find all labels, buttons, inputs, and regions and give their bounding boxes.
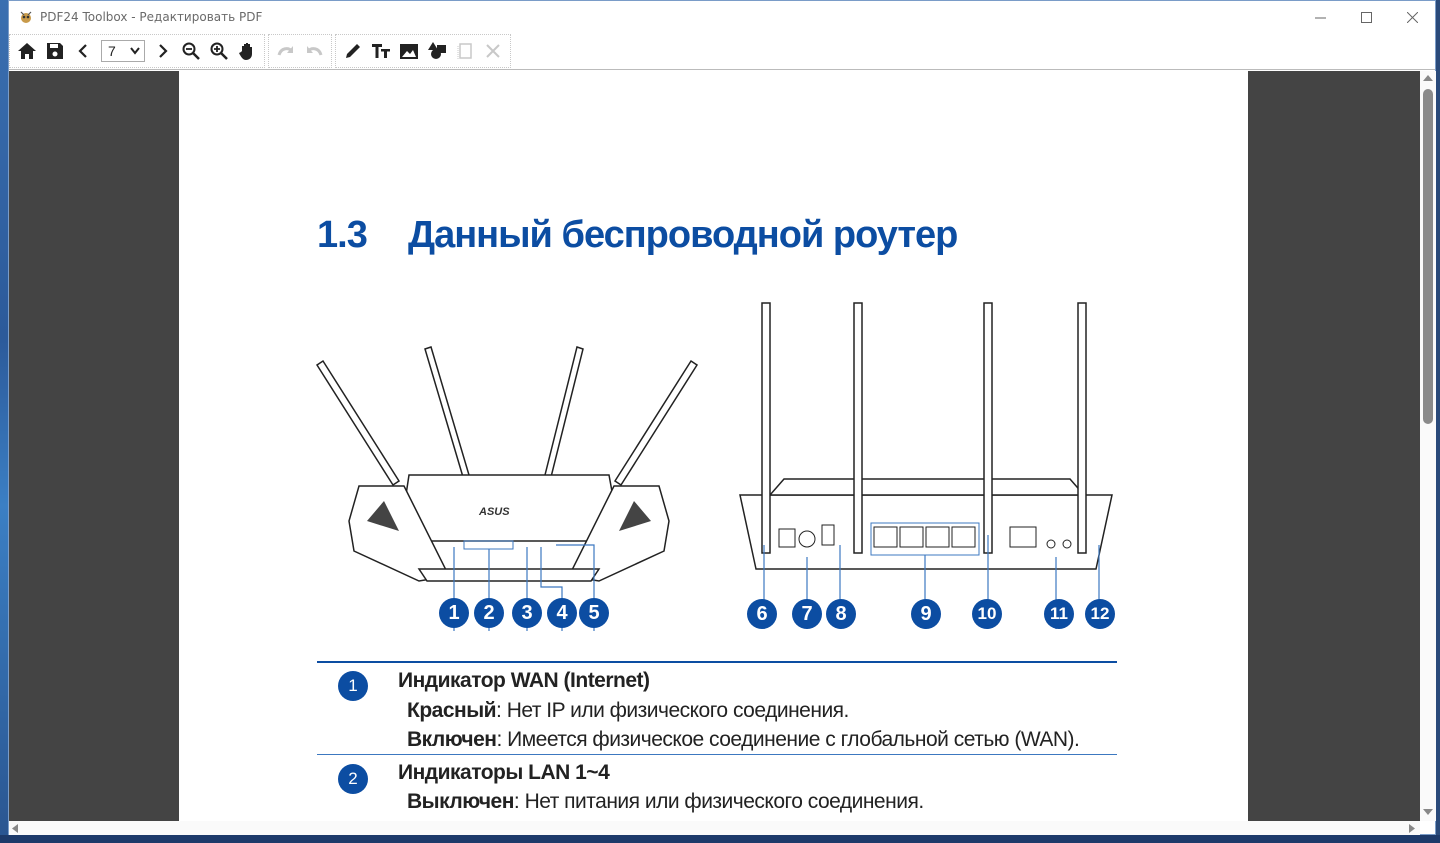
router-back-illustration [739, 302, 1113, 629]
callout-2: 2 [474, 598, 504, 628]
callout-5: 5 [579, 598, 609, 628]
zoom-out-icon [182, 42, 200, 60]
scroll-up-icon[interactable] [1423, 75, 1433, 81]
callout-4: 4 [547, 598, 577, 628]
maximize-button[interactable] [1343, 1, 1389, 33]
save-icon [47, 43, 63, 59]
desktop-taskbar-strip [0, 835, 1440, 843]
zoom-out-button[interactable] [177, 37, 205, 65]
shapes-icon [428, 42, 446, 59]
prev-page-icon [78, 44, 87, 58]
redo-button[interactable] [272, 37, 300, 65]
section-number: 1.3 [317, 214, 368, 256]
text-tool-button[interactable] [367, 37, 395, 65]
app-logo-icon [20, 11, 32, 23]
vertical-scroll-thumb[interactable] [1423, 89, 1433, 424]
pen-tool-button[interactable] [339, 37, 367, 65]
close-button[interactable] [1389, 1, 1435, 33]
title-bar: PDF24 Toolbox - Редактировать PDF [9, 1, 1435, 33]
undo-button[interactable] [300, 37, 328, 65]
table-top-divider [317, 661, 1117, 663]
callout-1: 1 [439, 598, 469, 628]
scroll-down-icon[interactable] [1423, 809, 1433, 815]
router-front-illustration: ASUS [315, 346, 699, 631]
row-divider [317, 754, 1117, 755]
home-button[interactable] [13, 37, 41, 65]
item-number-1: 1 [338, 671, 368, 701]
next-page-button[interactable] [149, 37, 177, 65]
section-title: Данный беспроводной роутер [408, 214, 958, 256]
desktop-background [0, 0, 9, 843]
item-title-2: Индикаторы LAN 1~4 [398, 761, 610, 784]
scroll-left-icon[interactable] [12, 824, 18, 833]
close-icon [1406, 11, 1418, 23]
window-title: PDF24 Toolbox - Редактировать PDF [40, 10, 263, 24]
callout-8: 8 [826, 599, 856, 629]
callout-3: 3 [512, 598, 542, 628]
callout-12: 12 [1085, 599, 1115, 629]
toolbar-group-edit [335, 34, 511, 68]
hand-icon [239, 43, 252, 60]
section-heading: 1.3 Данный беспроводной роутер [317, 214, 958, 257]
item-line-2-1: Выключен: Нет питания или физического со… [407, 790, 924, 813]
callout-9: 9 [911, 599, 941, 629]
maximize-icon [1360, 11, 1372, 23]
brand-logo: ASUS [478, 506, 510, 518]
crop-icon [457, 43, 472, 60]
hand-tool-button[interactable] [233, 37, 261, 65]
next-page-icon [159, 44, 168, 58]
home-icon [18, 43, 36, 59]
app-window: PDF24 Toolbox - Редактировать PDF 7 [8, 0, 1436, 835]
horizontal-scrollbar[interactable] [9, 821, 1420, 835]
delete-button[interactable] [479, 37, 507, 65]
page-select[interactable]: 7 [101, 40, 145, 62]
delete-icon [486, 44, 500, 58]
toolbar-group-navigation: 7 [9, 34, 265, 68]
item-number-2: 2 [338, 764, 368, 794]
toolbar: 7 [9, 33, 1435, 70]
chevron-down-icon [130, 47, 140, 55]
image-tool-button[interactable] [395, 37, 423, 65]
page-select-value: 7 [108, 43, 116, 59]
pdf-page[interactable]: 1.3 Данный беспроводной роутер ASUS [179, 71, 1248, 821]
pen-icon [346, 44, 360, 58]
callout-6: 6 [747, 599, 777, 629]
callout-7: 7 [792, 599, 822, 629]
zoom-in-icon [210, 42, 228, 60]
prev-page-button[interactable] [69, 37, 97, 65]
minimize-button[interactable] [1297, 1, 1343, 33]
text-icon [372, 44, 390, 58]
crop-tool-button[interactable] [451, 37, 479, 65]
save-button[interactable] [41, 37, 69, 65]
undo-icon [306, 46, 323, 56]
item-line-1-2: Включен: Имеется физическое соединение с… [407, 728, 1080, 751]
item-line-1-1: Красный: Нет IP или физического соединен… [407, 699, 849, 722]
redo-icon [277, 46, 294, 56]
vertical-scrollbar[interactable] [1420, 71, 1436, 821]
image-icon [400, 44, 418, 59]
minimize-icon [1314, 17, 1326, 18]
item-title-1: Индикатор WAN (Internet) [398, 669, 650, 692]
toolbar-group-history [268, 34, 332, 68]
callout-10: 10 [972, 599, 1002, 629]
shapes-tool-button[interactable] [423, 37, 451, 65]
callout-11: 11 [1044, 599, 1074, 629]
scroll-right-icon[interactable] [1409, 824, 1415, 833]
zoom-in-button[interactable] [205, 37, 233, 65]
document-viewer[interactable]: 1.3 Данный беспроводной роутер ASUS [9, 71, 1420, 821]
